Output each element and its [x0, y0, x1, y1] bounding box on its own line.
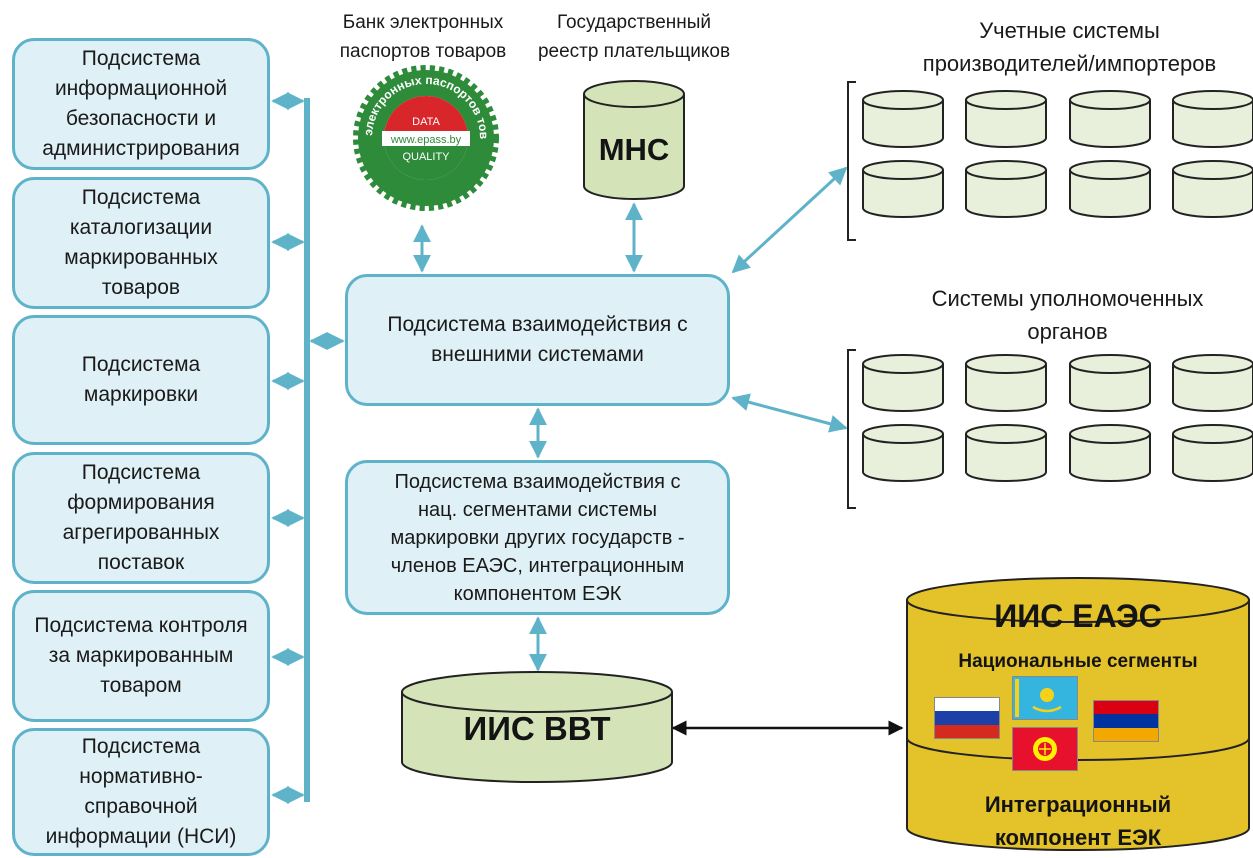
- authorities-title: Системы уполномоченных органов: [931, 286, 1204, 344]
- storage-disk-icon: [862, 354, 944, 412]
- iis-vvt-label: ИИС ВВТ: [463, 710, 611, 747]
- storage-disk-icon: [965, 424, 1047, 482]
- storage-disk-icon: [862, 160, 944, 218]
- eaeu-title: ИИС ЕАЭС: [994, 598, 1162, 634]
- storage-disk-icon: [1172, 90, 1253, 148]
- subsystem-arrows: [271, 92, 345, 804]
- storage-disk-icon: [965, 160, 1047, 218]
- storage-disk-icon: [862, 90, 944, 148]
- subsystem-reference-info: Подсистема нормативно- справочной информ…: [12, 728, 270, 856]
- storage-disk-icon: [1172, 354, 1253, 412]
- storage-disk-icon: [965, 90, 1047, 148]
- seal-quality-text: QUALITY: [402, 151, 450, 163]
- external-systems-box: Подсистема взаимодействия с внешними сис…: [345, 274, 730, 406]
- registry-title: Государственный реестр плательщиков: [537, 12, 731, 62]
- storage-disks: [862, 90, 1253, 482]
- bank-title: Банк электронных паспортов товаров: [339, 12, 507, 62]
- subsystem-security-admin: Подсистема информационной безопасности и…: [12, 38, 270, 170]
- subsystem-aggregated-supplies: Подсистема формирования агрегированных п…: [12, 452, 270, 584]
- manufacturers-bracket: [847, 81, 856, 241]
- authorities-bracket: [847, 349, 856, 509]
- mns-label: МНС: [598, 132, 670, 167]
- mns-cylinder: [583, 80, 685, 200]
- storage-disk-icon: [1069, 354, 1151, 412]
- manufacturers-title: Учетные системы производителей/импортеро…: [922, 18, 1217, 76]
- kazakhstan-sun-icon: [1015, 679, 1062, 717]
- storage-disk-icon: [1172, 160, 1253, 218]
- kyrgyzstan-flag-icon: [1012, 727, 1078, 771]
- armenia-flag-icon: [1093, 700, 1159, 742]
- storage-disk-icon: [1069, 90, 1151, 148]
- storage-disk-icon: [1069, 424, 1151, 482]
- kyrgyzstan-sun-icon: [1033, 737, 1057, 761]
- storage-disk-icon: [1172, 424, 1253, 482]
- russia-flag-icon: [934, 697, 1000, 739]
- national-segments-box: Подсистема взаимодействия с нац. сегмент…: [345, 460, 730, 615]
- center-arrows: [413, 166, 848, 672]
- storage-disk-icon: [965, 354, 1047, 412]
- subsystem-marking: Подсистема маркировки: [12, 315, 270, 445]
- iis-vvt-cylinder: [401, 671, 673, 783]
- eaeu-segments: Национальные сегменты: [958, 651, 1198, 672]
- eaeu-component: Интеграционный компонент ЕЭК: [984, 792, 1172, 850]
- subsystem-control: Подсистема контроля за маркированным тов…: [12, 590, 270, 722]
- subsystem-cataloging: Подсистема каталогизации маркированных т…: [12, 177, 270, 309]
- storage-disk-icon: [862, 424, 944, 482]
- kazakhstan-flag-icon: [1012, 676, 1078, 720]
- seal-data-text: DATA: [412, 116, 440, 128]
- iis-eaeu-cylinder: [906, 577, 1250, 851]
- seal-url-text: www.epass.by: [390, 134, 462, 146]
- storage-disk-icon: [1069, 160, 1151, 218]
